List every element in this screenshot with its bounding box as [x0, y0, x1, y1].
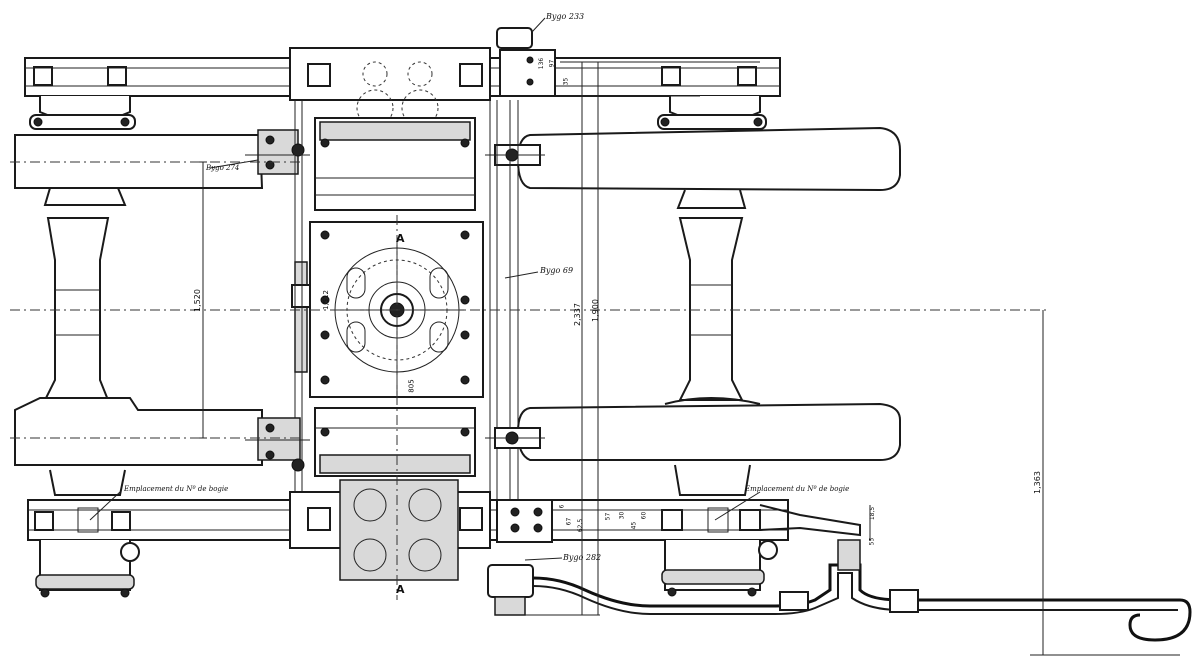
bottom-wheel-left [14, 397, 263, 466]
center-lines [10, 161, 1050, 600]
top-left-spring [29, 96, 136, 130]
bottom-left-axlebox [35, 469, 140, 598]
top-left-link [245, 129, 310, 175]
bottom-left-link [245, 417, 310, 472]
dimension-lines [199, 61, 1180, 656]
top-right-link [485, 144, 545, 166]
bottom-right-axlebox [661, 464, 778, 597]
right-axle [678, 217, 744, 401]
lower-cross-member [314, 407, 476, 477]
top-side-frame [24, 17, 781, 127]
bottom-side-frame [27, 479, 861, 581]
brake-rod-hook [487, 539, 1192, 642]
upper-cross-member [314, 117, 476, 211]
top-wheel-left [14, 134, 264, 206]
top-wheel-right [516, 126, 901, 209]
bottom-wheel-right [516, 397, 901, 461]
left-axle [43, 217, 110, 401]
bottom-right-link [485, 427, 545, 449]
top-right-spring [657, 96, 767, 130]
